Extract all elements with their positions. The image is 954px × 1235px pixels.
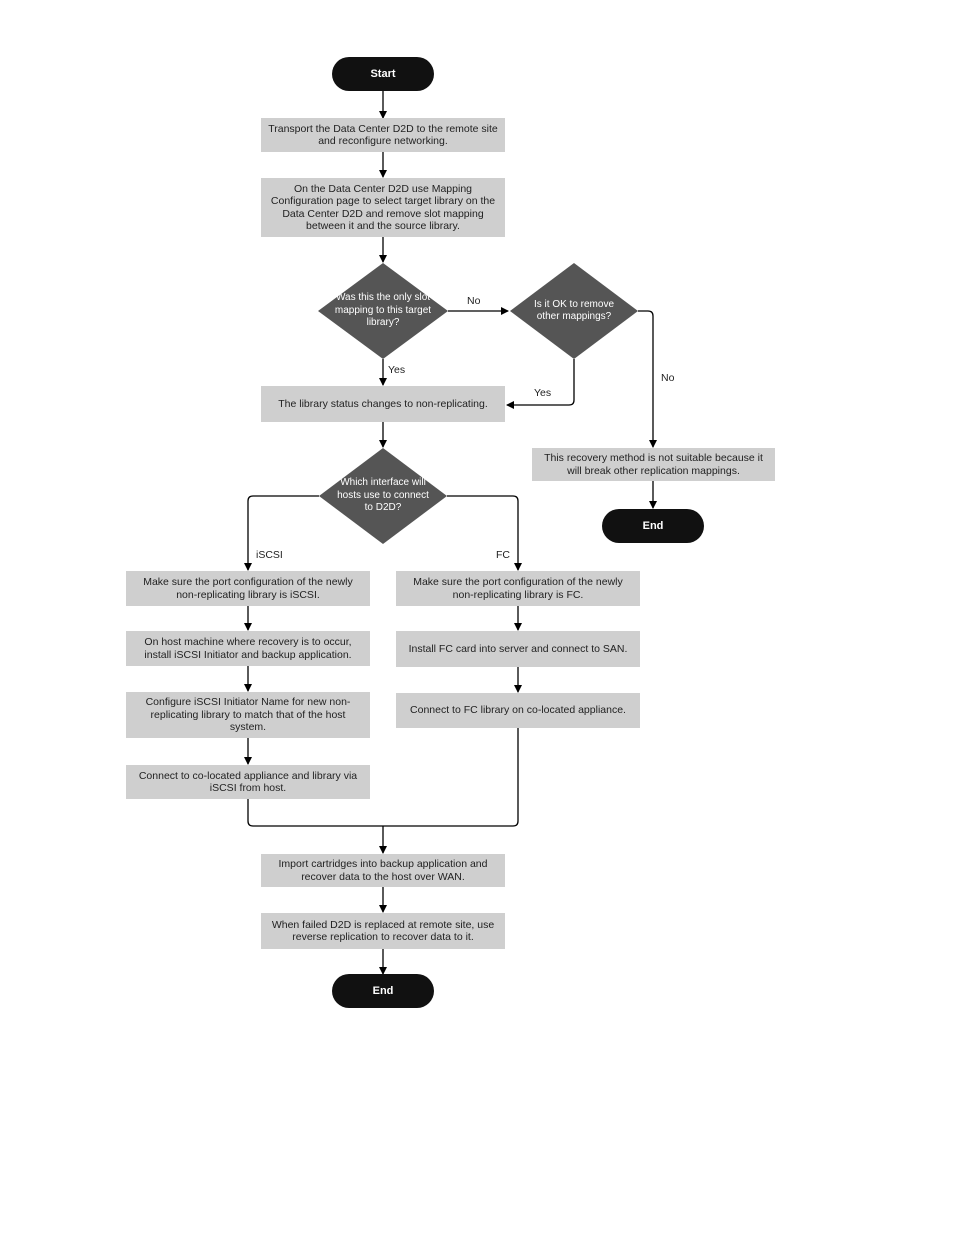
edge-label-no-2: No [661,372,675,384]
decision-diamond-interface [319,448,447,544]
step-transport: Transport the Data Center D2D to the rem… [261,118,505,152]
edge-label-fc: FC [496,549,510,561]
step-iscsi-install: On host machine where recovery is to occ… [126,631,370,666]
step-not-suitable: This recovery method is not suitable bec… [532,448,775,481]
edge-label-yes-1: Yes [388,364,406,376]
step-status: The library status changes to non-replic… [261,386,505,422]
step-reverse: When failed D2D is replaced at remote si… [261,913,505,949]
edge-label-no-1: No [467,295,481,307]
edge-label-yes-2: Yes [534,387,552,399]
step-fc-connect: Connect to FC library on co-located appl… [396,693,640,728]
start-terminal: Start [332,57,434,91]
end-terminal-right: End [602,509,704,543]
step-mapping: On the Data Center D2D use Mapping Confi… [261,178,505,237]
step-fc-port: Make sure the port configuration of the … [396,571,640,606]
end-terminal-bottom: End [332,974,434,1008]
step-fc-install: Install FC card into server and connect … [396,631,640,667]
step-iscsi-configure: Configure iSCSI Initiator Name for new n… [126,692,370,738]
step-iscsi-port: Make sure the port configuration of the … [126,571,370,606]
decision-diamond-only-mapping [318,263,448,359]
step-iscsi-connect: Connect to co-located appliance and libr… [126,765,370,799]
decision-only-mapping-text: Was this the only slot mapping to this t… [334,292,432,329]
decision-ok-remove-text: Is it OK to remove other mappings? [533,298,615,323]
decision-diamond-ok-remove [510,263,638,359]
decision-interface-text: Which interface will hosts use to connec… [337,477,429,514]
edge-label-iscsi: iSCSI [256,549,283,561]
step-import: Import cartridges into backup applicatio… [261,854,505,887]
